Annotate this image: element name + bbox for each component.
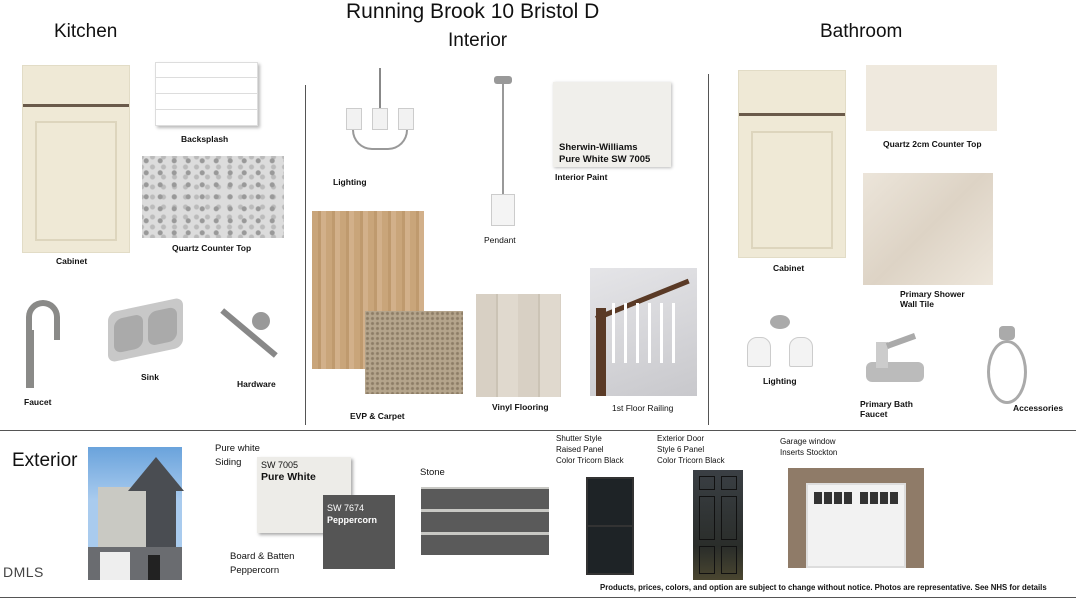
label: Lighting	[333, 177, 367, 187]
disclaimer: Products, prices, colors, and option are…	[600, 583, 1047, 592]
bath-cabinet-image	[738, 70, 846, 258]
page-title: Running Brook 10 Bristol D	[346, 0, 600, 23]
stone-image	[421, 487, 549, 555]
interior-paint-swatch: Sherwin-Williams Pure White SW 7005	[553, 82, 671, 167]
label: Interior Paint	[555, 172, 608, 182]
divider	[305, 85, 306, 425]
label: Hardware	[237, 379, 276, 389]
label: Lighting	[763, 376, 797, 386]
label: Raised Panel	[556, 445, 604, 454]
label: Color Tricorn Black	[657, 456, 725, 465]
label: Style 6 Panel	[657, 445, 705, 454]
bath-quartz-image	[866, 65, 997, 131]
swatch-text: Pure White SW 7005	[559, 154, 651, 165]
label: Exterior Door	[657, 434, 705, 443]
faucet-image	[24, 300, 68, 390]
garage-label: Garage window Inserts Stockton	[780, 436, 837, 458]
exterior-heading: Exterior	[12, 450, 78, 471]
chandelier-image	[340, 68, 420, 168]
label: Color Tricorn Black	[556, 456, 624, 465]
pendant-image	[488, 76, 518, 228]
hardware-image	[214, 308, 280, 366]
label: Stone	[420, 467, 445, 478]
kitchen-cabinet-image	[22, 65, 130, 253]
label: Faucet	[860, 409, 888, 419]
vinyl-flooring-image	[476, 294, 561, 397]
label: Inserts Stockton	[780, 448, 838, 457]
house-rendering-image	[88, 447, 184, 580]
label: Primary Bath	[860, 399, 913, 409]
interior-heading: Interior	[448, 30, 508, 51]
railing-image	[590, 268, 697, 396]
quartz-image	[142, 156, 284, 238]
label: Board & Batten	[230, 551, 295, 562]
label: EVP & Carpet	[350, 411, 405, 421]
label: Wall Tile	[900, 299, 935, 309]
label: Accessories	[1013, 403, 1064, 413]
label: Pure white	[215, 443, 260, 454]
divider	[0, 430, 1076, 431]
towel-ring-image	[985, 326, 1030, 406]
sink-image	[108, 297, 183, 363]
swatch-name: Peppercorn	[327, 515, 378, 525]
exterior-door-image	[693, 470, 743, 580]
label: Vinyl Flooring	[492, 402, 549, 412]
bathroom-heading: Bathroom	[820, 21, 903, 42]
label: Garage window	[780, 437, 836, 446]
label: Cabinet	[56, 256, 88, 266]
label: Primary Shower	[900, 289, 965, 299]
swatch-text: Sherwin-Williams	[559, 142, 638, 153]
label: Cabinet	[773, 263, 805, 273]
label: Shutter Style	[556, 434, 602, 443]
swatch-name: Pure White	[261, 471, 316, 483]
divider	[708, 74, 709, 425]
label: Backsplash	[181, 134, 229, 144]
label: Siding	[215, 457, 242, 468]
label: 1st Floor Railing	[612, 403, 674, 413]
label: Peppercorn	[230, 565, 280, 576]
label: Faucet	[24, 397, 52, 407]
shutter-label: Shutter Style Raised Panel Color Tricorn…	[556, 433, 624, 466]
backsplash-image	[155, 62, 258, 126]
watermark: DMLS	[3, 564, 44, 580]
door-label: Exterior Door Style 6 Panel Color Tricor…	[657, 433, 725, 466]
peppercorn-swatch: SW 7674 Peppercorn	[323, 495, 395, 569]
vanity-light-image	[745, 315, 815, 370]
carpet-image	[365, 311, 463, 394]
swatch-code: SW 7674	[327, 503, 365, 513]
kitchen-heading: Kitchen	[54, 21, 118, 42]
divider	[0, 597, 1076, 598]
bath-faucet-image	[856, 332, 928, 388]
garage-door-image	[788, 468, 924, 568]
shower-tile-image	[863, 173, 993, 285]
label: Pendant	[484, 235, 516, 245]
label: Quartz 2cm Counter Top	[883, 139, 982, 149]
label: Quartz Counter Top	[172, 243, 252, 253]
swatch-code: SW 7005	[261, 460, 299, 470]
shutter-image	[586, 477, 634, 575]
label: Sink	[141, 372, 159, 382]
